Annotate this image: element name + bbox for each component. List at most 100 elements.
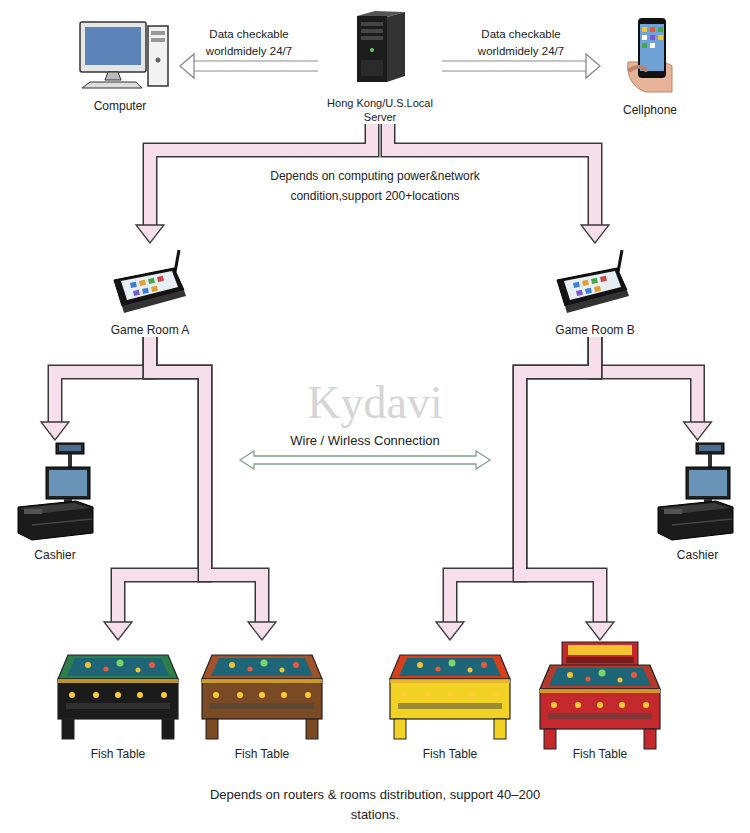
server-illustration <box>361 60 383 76</box>
server-illustration <box>357 11 405 82</box>
server-illustration <box>357 16 387 82</box>
arrow-body <box>595 337 698 422</box>
server-illustration <box>370 48 374 52</box>
cellphone-illustration <box>650 27 655 32</box>
fish-table-node: Fish Table <box>385 640 515 761</box>
arrow-head <box>248 622 276 640</box>
node-label: Fish Table <box>91 747 145 761</box>
computer-node: Computer <box>60 15 180 113</box>
server-node: Hong Kong/U.S.Local Server <box>318 8 442 124</box>
fish-table-cabinet <box>562 642 638 666</box>
fish-table-illustration <box>58 655 178 739</box>
connection-label: Wire / Wirless Connection <box>265 432 465 449</box>
server-illustration <box>361 29 383 33</box>
arrow-body <box>118 337 205 622</box>
arrow-head <box>684 422 712 440</box>
computer-illustration <box>105 72 121 80</box>
edge-label: Data checkable worldmidely 24/7 <box>193 26 305 60</box>
flow-arrow <box>520 337 614 640</box>
arrow-outline <box>55 337 150 422</box>
flow-arrow <box>442 54 600 78</box>
cellphone-node: Cellphone <box>600 15 700 117</box>
node-label: Hong Kong/U.S.Local Server <box>318 96 442 124</box>
fish-table-node: Fish Table <box>535 640 665 761</box>
fish-table-cabinet <box>568 645 632 655</box>
fish-table-cabinet <box>566 657 634 663</box>
game-room-node: Game Room A <box>95 243 205 337</box>
note-text: Depends on routers & rooms distribution,… <box>200 785 550 825</box>
flow-arrow <box>180 54 318 78</box>
server-illustration <box>387 12 405 82</box>
cashier-register <box>18 443 93 540</box>
cellphone-illustration <box>658 27 663 32</box>
computer-illustration <box>80 22 146 72</box>
cellphone-illustration <box>630 67 646 70</box>
edge-label: Data checkable worldmidely 24/7 <box>465 26 577 60</box>
arrow-head <box>581 225 609 243</box>
arrow-outline <box>442 61 586 72</box>
computer-illustration <box>82 82 142 88</box>
cellphone-illustration <box>642 43 647 48</box>
arrow-body <box>150 337 262 622</box>
game-room-node: Game Room B <box>540 243 650 337</box>
arrow-head <box>136 225 164 243</box>
node-label: Fish Table <box>235 747 289 761</box>
flow-arrow <box>595 337 712 440</box>
server-illustration <box>361 36 383 40</box>
arrow-outline <box>118 337 205 622</box>
fish-table-illustration <box>202 655 322 739</box>
node-label: Cellphone <box>623 103 677 117</box>
cashier-node: Cashier <box>5 440 105 562</box>
game-room-terminal <box>557 250 629 313</box>
computer-illustration <box>148 26 168 86</box>
node-label: Fish Table <box>573 747 627 761</box>
cashier-register <box>658 443 733 540</box>
cellphone-illustration <box>642 27 647 32</box>
arrow-head <box>436 622 464 640</box>
arrow-outline <box>520 337 600 622</box>
cellphone-illustration <box>640 24 664 71</box>
node-label: Fish Table <box>423 747 477 761</box>
computer-illustration <box>80 22 168 88</box>
computer-illustration <box>85 27 141 65</box>
arrow-body <box>520 337 600 622</box>
arrow-body <box>55 337 150 422</box>
arrow-head <box>41 422 69 440</box>
watermark: Kydavi <box>270 376 480 430</box>
arrow-body <box>442 62 586 71</box>
arrow-body <box>194 62 318 71</box>
cellphone-illustration <box>658 35 663 40</box>
note-text: Depends on computing power&network condi… <box>245 166 505 206</box>
arrow-head <box>104 622 132 640</box>
flow-arrow <box>388 124 609 243</box>
flow-arrow <box>41 337 150 440</box>
arrow-head <box>180 54 194 78</box>
computer-illustration <box>151 38 165 42</box>
cellphone-illustration <box>650 43 655 48</box>
flow-arrow <box>104 337 205 640</box>
fish-table-illustration <box>390 655 510 739</box>
cellphone-illustration <box>642 35 647 40</box>
fish-table-cabinet <box>562 642 638 666</box>
cashier-node: Cashier <box>645 440 750 562</box>
flow-arrow <box>136 124 372 243</box>
arrow-head <box>586 54 600 78</box>
computer-illustration <box>156 58 161 63</box>
cellphone-illustration <box>628 18 672 92</box>
game-room-terminal <box>114 250 186 313</box>
arrow-outline <box>595 337 698 422</box>
node-label: Computer <box>94 99 147 113</box>
node-label: Cashier <box>34 548 75 562</box>
arrow-outline <box>150 337 262 622</box>
server-illustration <box>361 22 383 26</box>
arrow-head <box>586 622 614 640</box>
fish-table-node: Fish Table <box>53 640 183 761</box>
flow-arrow <box>150 337 276 640</box>
cellphone-illustration <box>650 35 655 40</box>
fish-table-node: Fish Table <box>197 640 327 761</box>
fish-table-illustration <box>540 665 660 749</box>
computer-illustration <box>151 31 165 35</box>
arrow-outline <box>194 61 318 72</box>
node-label: Game Room A <box>111 323 190 337</box>
